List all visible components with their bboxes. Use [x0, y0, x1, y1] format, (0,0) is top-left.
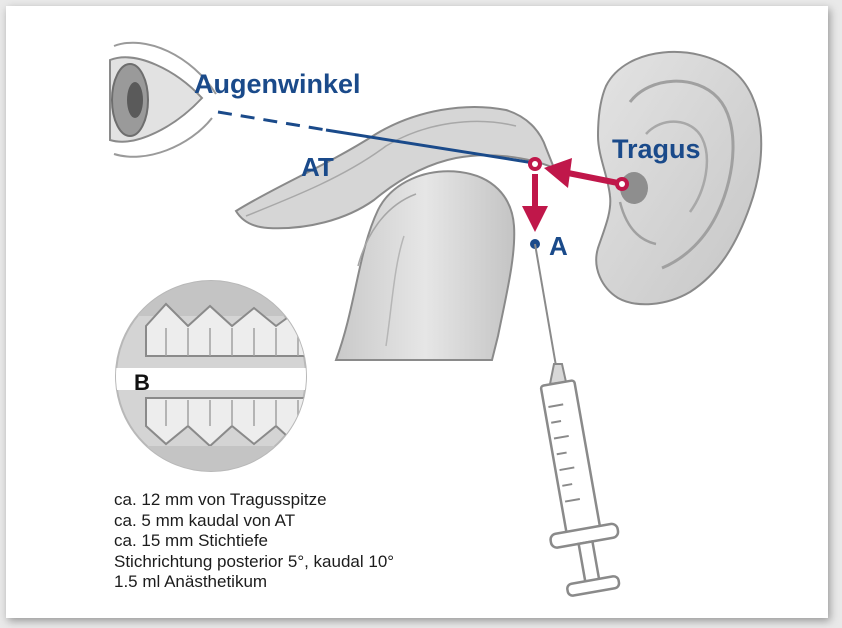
label-tragus: Tragus — [612, 134, 701, 165]
label-inset-b: B — [134, 370, 150, 396]
note-line: 1.5 ml Anästhetikum — [114, 572, 394, 593]
diagram-card: Augenwinkel AT Tragus A B ca. 12 mm von … — [6, 6, 828, 618]
syringe-icon — [524, 244, 628, 598]
label-eye-corner: Augenwinkel — [194, 69, 361, 100]
note-line: Stichrichtung posterior 5°, kaudal 10° — [114, 552, 394, 573]
note-line: ca. 12 mm von Tragusspitze — [114, 490, 394, 511]
note-line: ca. 5 mm kaudal von AT — [114, 511, 394, 532]
note-line: ca. 15 mm Stichtiefe — [114, 531, 394, 552]
label-point-a: A — [549, 231, 568, 262]
eye-corner-dashed-line — [218, 112, 326, 130]
caudal-arrow — [522, 157, 548, 232]
instruction-notes: ca. 12 mm von Tragusspitze ca. 5 mm kaud… — [114, 490, 394, 593]
label-at: AT — [301, 152, 334, 183]
